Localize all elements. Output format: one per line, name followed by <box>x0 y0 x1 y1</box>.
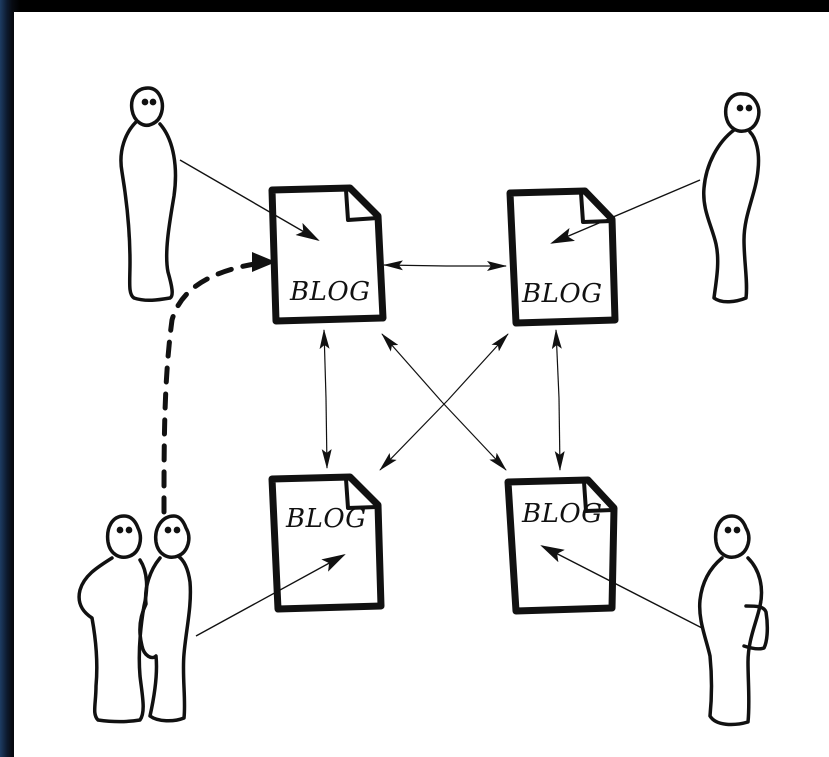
blog-label: BLOG <box>521 279 602 309</box>
arrow-person-to-blog <box>540 545 703 629</box>
arrow-person-to-blog <box>550 179 701 244</box>
arrow-blog-to-blog <box>381 333 507 471</box>
person-top-left <box>119 86 178 303</box>
arrow-person-to-blog <box>195 554 346 637</box>
person-group-bottom-left <box>77 514 193 724</box>
person-top-right <box>702 92 761 304</box>
blog-label: BLOG <box>289 277 370 307</box>
arrow-person-to-blog <box>179 159 320 242</box>
blog-document-bottom-left: BLOG <box>268 473 385 613</box>
blog-document-top-left: BLOG <box>268 184 387 325</box>
arrow-blog-to-blog <box>379 333 509 471</box>
blog-label: BLOG <box>285 504 366 534</box>
dashed-arrow-group-to-blog <box>161 252 276 515</box>
arrow-blog-to-blog <box>551 329 565 471</box>
arrow-blog-to-blog <box>383 260 507 271</box>
blog-document-top-right: BLOG <box>506 187 619 327</box>
blog-document-bottom-right: BLOG <box>504 476 618 615</box>
diagram-canvas <box>14 12 829 757</box>
arrow-blog-to-blog <box>319 329 332 469</box>
blog-label: BLOG <box>521 499 602 529</box>
person-bottom-right <box>697 514 770 727</box>
